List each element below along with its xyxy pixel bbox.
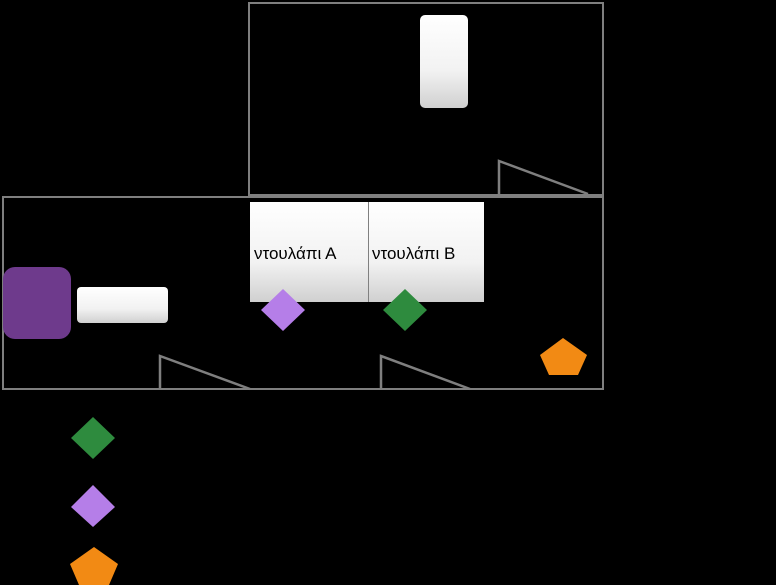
room-a-label: Δωμάτιο Α: [612, 211, 706, 233]
door-room-a-right: [379, 354, 471, 391]
orange-pentagon-icon: [70, 547, 118, 585]
cabinet-b-label: ντουλάπι Β: [372, 244, 456, 263]
anesthesia-label: όργανα αναισθησίας: [8, 213, 97, 254]
green-diamond-icon: [383, 289, 427, 331]
room-b: [248, 2, 604, 196]
orange-pentagon-icon: [540, 338, 587, 375]
green-diamond-icon: [71, 417, 115, 459]
operating-table: [420, 15, 468, 108]
legend-reader-a-label: RFID αναγνώστης Α: [133, 497, 277, 514]
cabinet-a-label: ντουλάπι Α: [254, 244, 337, 263]
door-room-b: [497, 159, 589, 196]
legend-laptop-label: laptop: [133, 557, 177, 574]
anesthesia-machine: [3, 267, 71, 339]
operating-room-label: χειρουργείο: [470, 38, 553, 55]
legend-reader-b-label: RFID αναγνώστης Β: [133, 430, 278, 447]
cabinet-a: [250, 202, 368, 302]
door-room-a-left: [158, 354, 251, 391]
purple-diamond-icon: [261, 289, 305, 331]
purple-diamond-icon: [71, 485, 115, 527]
cabinet-b: [368, 202, 484, 302]
anesthesia-cart: [77, 287, 168, 323]
room-b-label: Δωμάτιο Β: [620, 18, 715, 40]
